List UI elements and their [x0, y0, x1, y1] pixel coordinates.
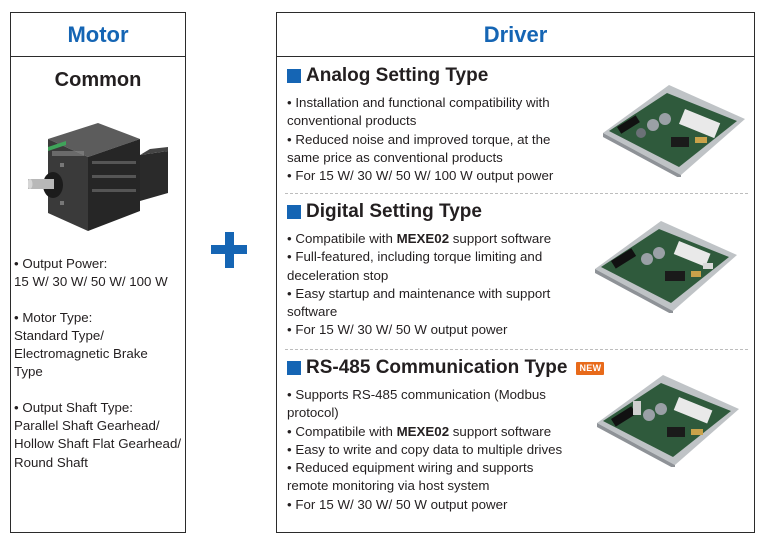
- digital-driver-image: [595, 221, 737, 313]
- spec-line: • Output Shaft Type:: [14, 399, 133, 415]
- section-title-text: Digital Setting Type: [306, 201, 482, 222]
- spec-line: Type: [14, 364, 43, 380]
- bullet-line: • Compatibile with MEXE02 support softwa…: [287, 230, 587, 248]
- software-name: MEXE02: [396, 423, 450, 439]
- bullet-line: remote monitoring via host system: [287, 478, 490, 494]
- driver-header: Driver: [277, 13, 754, 57]
- bullet-line: • Full-featured, including torque limiti…: [287, 249, 543, 265]
- bullet-line: • Installation and functional compatibil…: [287, 95, 550, 110]
- square-bullet-icon: [287, 361, 301, 375]
- bullet-line: • Easy startup and maintenance with supp…: [287, 285, 551, 301]
- section-digital-setting: Digital Setting Type • Compatibile with …: [287, 201, 747, 340]
- new-badge: NEW: [576, 361, 605, 375]
- spec-line: • Motor Type:: [14, 309, 93, 325]
- driver-panel: Driver Analog Setting Type • Installatio…: [276, 12, 755, 533]
- bullet-line: • Reduced equipment wiring and supports: [287, 460, 534, 476]
- motor-specs: • Output Power: 15 W/ 30 W/ 50 W/ 100 W …: [14, 255, 186, 489]
- bullet-line: • Reduced noise and improved torque, at …: [287, 131, 551, 147]
- bullet-line: • For 15 W/ 30 W/ 50 W output power: [287, 496, 508, 512]
- bullet-text: • Compatibile with: [287, 423, 397, 439]
- square-bullet-icon: [287, 69, 301, 83]
- spec-motor-type: • Motor Type: Standard Type/ Electromagn…: [14, 309, 186, 382]
- bullet-line: deceleration stop: [287, 267, 389, 283]
- bullet-line: software: [287, 304, 338, 320]
- bullet-line: same price as conventional products: [287, 149, 503, 165]
- plus-icon: [211, 230, 251, 270]
- bullet-line: conventional products: [287, 113, 417, 129]
- spec-line: Electromagnetic Brake: [14, 346, 148, 362]
- section-title: RS-485 Communication Type NEW: [287, 357, 747, 379]
- bullet-text: support software: [449, 423, 552, 439]
- rs485-driver-image: [597, 375, 739, 467]
- bullet-line: • Compatibile with MEXE02 support softwa…: [287, 423, 587, 441]
- bullet-list: • Compatibile with MEXE02 support softwa…: [287, 230, 587, 340]
- motor-image: [28, 123, 168, 231]
- motor-panel: Motor Common • Output Power: 15 W/ 30 W/…: [10, 12, 186, 533]
- section-title: Analog Setting Type: [287, 65, 747, 87]
- spec-line: Round Shaft: [14, 454, 88, 470]
- spec-line: Standard Type/: [14, 327, 104, 343]
- spec-line: Hollow Shaft Flat Gearhead/: [14, 436, 182, 452]
- bullet-list: • Installation and functional compatibil…: [287, 94, 587, 185]
- spec-line: 15 W/ 30 W/ 50 W/ 100 W: [14, 274, 168, 290]
- bullet-line: protocol): [287, 405, 339, 421]
- bullet-list: • Supports RS-485 communication (Modbus …: [287, 386, 587, 514]
- bullet-text: • Compatibile with: [287, 231, 397, 246]
- bullet-line: • For 15 W/ 30 W/ 50 W output power: [287, 322, 508, 338]
- analog-driver-image: [603, 85, 745, 177]
- section-title-text: RS-485 Communication Type: [306, 357, 568, 378]
- bullet-text: support software: [449, 231, 552, 246]
- spec-line: Parallel Shaft Gearhead/: [14, 418, 160, 434]
- section-divider: [285, 193, 748, 194]
- bullet-line: • For 15 W/ 30 W/ 50 W/ 100 W output pow…: [287, 168, 554, 184]
- spec-line: • Output Power:: [14, 256, 108, 271]
- section-divider: [285, 349, 748, 350]
- section-rs485-communication: RS-485 Communication Type NEW • Supports…: [287, 357, 747, 514]
- motor-common-label: Common: [54, 69, 142, 91]
- section-title: Digital Setting Type: [287, 201, 747, 223]
- bullet-line: • Easy to write and copy data to multipl…: [287, 441, 563, 457]
- spec-output-shaft-type: • Output Shaft Type: Parallel Shaft Gear…: [14, 399, 186, 472]
- section-title-text: Analog Setting Type: [306, 65, 489, 86]
- section-analog-setting: Analog Setting Type • Installation and f…: [287, 65, 747, 185]
- software-name: MEXE02: [396, 231, 450, 246]
- bullet-line: • Supports RS-485 communication (Modbus: [287, 387, 546, 402]
- motor-header: Motor: [11, 13, 185, 57]
- square-bullet-icon: [287, 205, 301, 219]
- spec-output-power: • Output Power: 15 W/ 30 W/ 50 W/ 100 W: [14, 255, 186, 292]
